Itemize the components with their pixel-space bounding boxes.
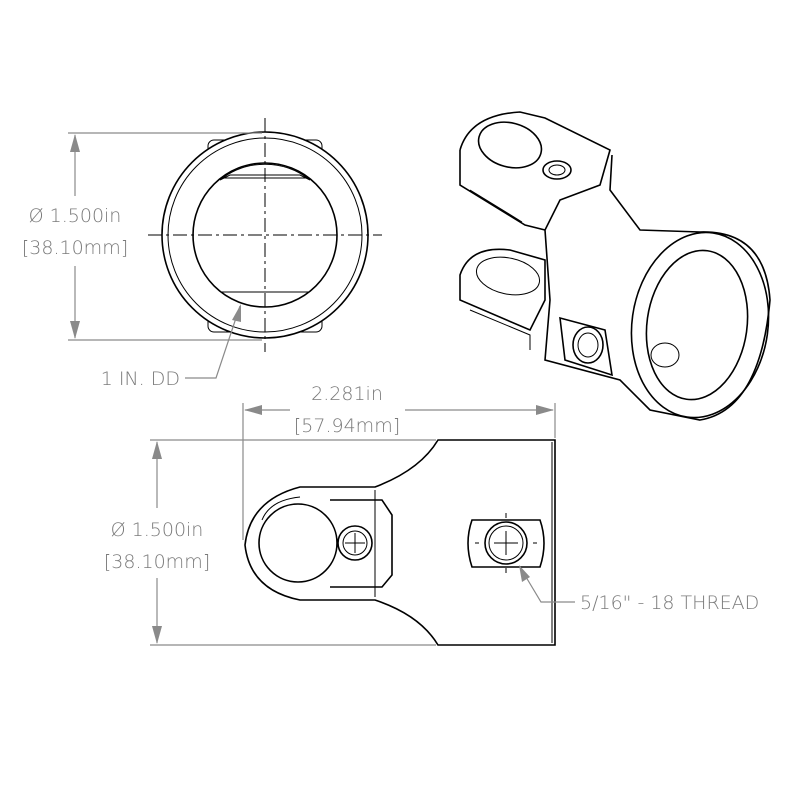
side-length-mm: [57.94mm] [294, 415, 400, 437]
iso-bore-outer [630, 231, 770, 419]
iso-top-screw [542, 160, 572, 180]
thread-note: 5/16" - 18 THREAD [580, 592, 759, 614]
side-diameter-dimension: Ø 1.500in [38.10mm] [104, 439, 436, 646]
front-diameter-in: Ø 1.500in [29, 205, 122, 227]
iso-side-flat [559, 316, 613, 377]
iso-bore-screw [650, 342, 680, 368]
iso-lower-hole [475, 256, 541, 296]
front-diameter-mm: [38.10mm] [22, 237, 128, 259]
iso-bore-inner [645, 249, 749, 401]
thread-note-leader: 5/16" - 18 THREAD [519, 565, 759, 614]
side-length-dimension: 2.281in [57.94mm] [242, 383, 556, 540]
isometric-view [459, 111, 771, 421]
side-length-in: 2.281in [311, 383, 383, 405]
side-view [244, 439, 556, 646]
iso-body-outline [459, 111, 771, 421]
bore-note: 1 IN. DD [101, 368, 180, 390]
side-diameter-mm: [38.10mm] [104, 551, 210, 573]
side-clamp-slot [330, 499, 393, 588]
front-diameter-dimension: Ø 1.500in [38.10mm] [22, 132, 262, 341]
iso-lower-arm [459, 248, 546, 332]
iso-side-screw [572, 326, 604, 364]
iso-top-hole [477, 121, 543, 169]
bore-top-flat [219, 163, 311, 181]
side-body-outline [244, 439, 556, 646]
front-view [148, 118, 382, 352]
side-diameter-in: Ø 1.500in [111, 519, 204, 541]
side-thru-hole [258, 503, 338, 583]
side-clamp-screw [337, 525, 373, 561]
side-thread-flat [467, 519, 545, 568]
bore-note-leader: 1 IN. DD [101, 304, 241, 390]
side-thread-hole [484, 521, 528, 565]
